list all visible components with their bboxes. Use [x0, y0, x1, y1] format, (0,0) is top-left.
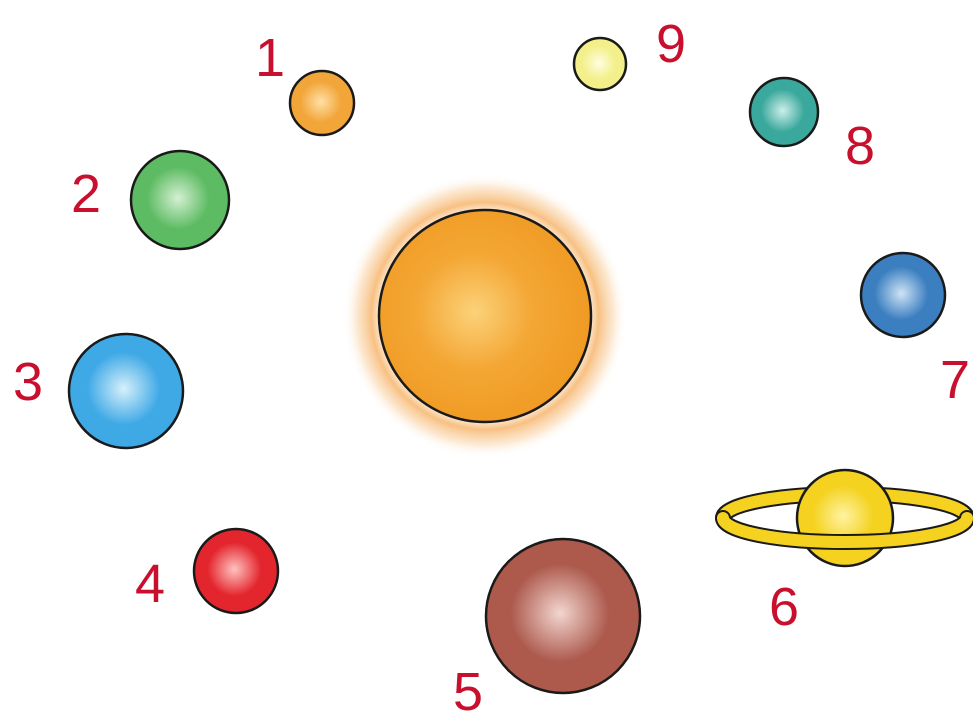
planet-label-8: 8 — [845, 116, 875, 176]
planet-2 — [131, 151, 229, 249]
planet-7 — [861, 253, 945, 337]
planet-label-5: 5 — [453, 662, 483, 715]
planet-label-9: 9 — [656, 14, 686, 74]
planet-9 — [574, 38, 626, 90]
planet-5 — [486, 539, 640, 693]
planet-3 — [69, 334, 183, 448]
planet-label-3: 3 — [13, 352, 43, 412]
planet-label-4: 4 — [135, 554, 165, 614]
planet-label-6: 6 — [769, 577, 799, 637]
planet-1 — [290, 71, 354, 135]
planet-label-1: 1 — [255, 28, 285, 88]
planet-4 — [194, 529, 278, 613]
planet-6 — [797, 470, 893, 566]
planet-8 — [750, 78, 818, 146]
planet-label-2: 2 — [71, 164, 101, 224]
sun — [379, 210, 591, 422]
planet-label-7: 7 — [940, 350, 970, 410]
